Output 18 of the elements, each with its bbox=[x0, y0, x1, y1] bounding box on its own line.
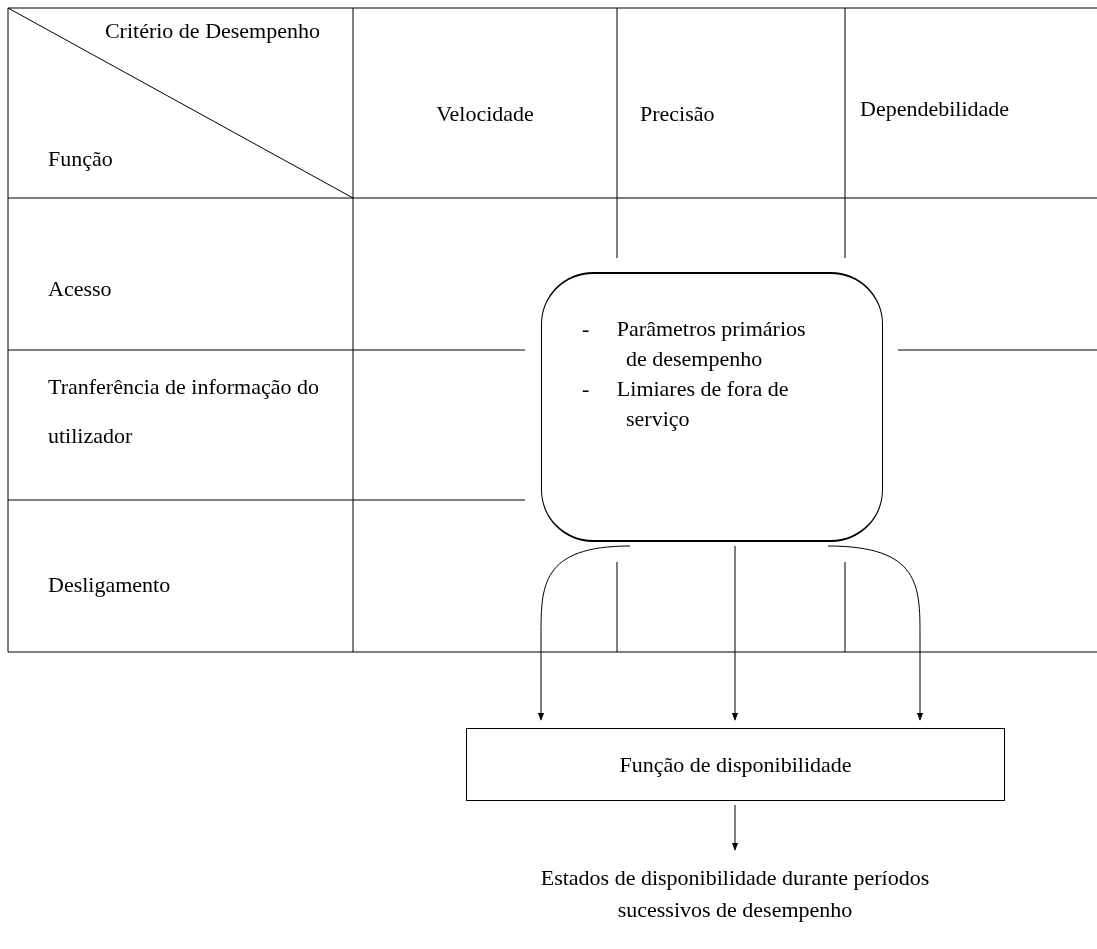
process-box bbox=[466, 728, 1005, 801]
row-header: Tranferência de informação do utilizador bbox=[48, 373, 320, 450]
column-header: Função bbox=[48, 145, 114, 173]
arrow bbox=[731, 804, 739, 851]
list-item: - Parâmetros primários de desempenho bbox=[582, 315, 807, 373]
list-item: - Limiares de fora de serviço bbox=[582, 375, 790, 433]
arrow bbox=[827, 545, 924, 721]
row-header: Desligamento bbox=[48, 571, 172, 599]
column-header: Precisão bbox=[640, 100, 716, 128]
arrow bbox=[731, 545, 739, 721]
box-label: Função de disponibilidade bbox=[619, 751, 852, 778]
output-text: Estados de disponibilidade durante períodos sucessivos de desempenho bbox=[540, 862, 930, 926]
column-header: Critério de Desempenho bbox=[103, 17, 320, 45]
rounded-box bbox=[541, 272, 883, 542]
column-header: Velocidade bbox=[435, 100, 535, 128]
row-header: Acesso bbox=[48, 275, 113, 303]
column-header: Dependebilidade bbox=[860, 95, 1011, 123]
arrow bbox=[537, 545, 631, 721]
